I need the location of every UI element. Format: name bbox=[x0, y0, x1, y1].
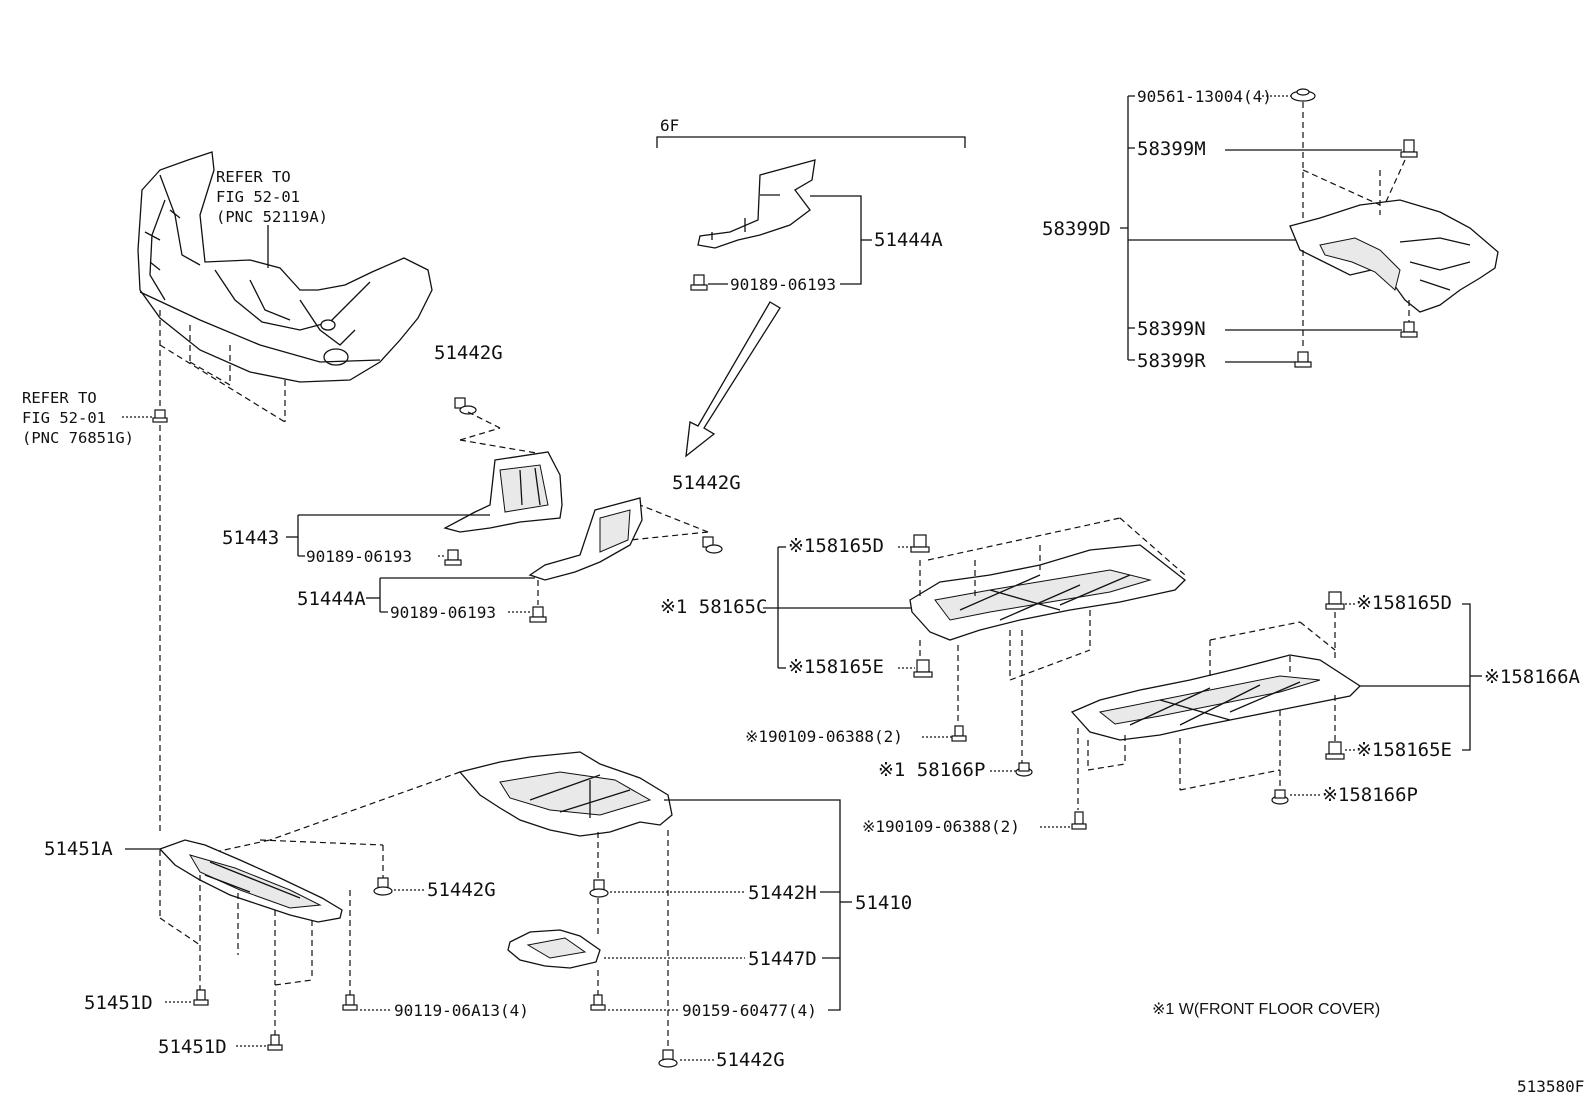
clip-58166p-b bbox=[1271, 789, 1289, 805]
refer-clip-line3: (PNC 76851G) bbox=[22, 429, 134, 447]
label-58399n: 58399N bbox=[1137, 318, 1206, 340]
part-51444a-top bbox=[697, 159, 816, 249]
refer-bumper-line2: FIG 52-01 bbox=[216, 188, 300, 206]
refer-bumper-line1: REFER TO bbox=[216, 168, 291, 186]
clip-58165e-b bbox=[1325, 741, 1345, 760]
clip-51442g-c bbox=[373, 877, 393, 896]
label-90189-a: 90189-06193 bbox=[306, 547, 412, 566]
clip-58165e-a bbox=[913, 659, 933, 678]
label-58165d-a: ※158165D bbox=[788, 535, 884, 557]
clip-58165d-b bbox=[1325, 591, 1345, 610]
label-58399m: 58399M bbox=[1137, 138, 1206, 160]
bolt-90109-a bbox=[951, 725, 967, 742]
bolt-51451d-b bbox=[267, 1034, 283, 1051]
group-6f-bracket: 6F bbox=[656, 116, 966, 148]
label-90189-b: 90189-06193 bbox=[390, 603, 496, 622]
label-51451d-a: 51451D bbox=[84, 992, 153, 1014]
label-51442g-a: 51442G bbox=[434, 342, 503, 364]
label-90119: 90119-06A13(4) bbox=[394, 1001, 529, 1020]
part-58165c-cover bbox=[909, 544, 1186, 641]
clip-58399r bbox=[1294, 351, 1312, 368]
bolt-90159 bbox=[590, 994, 606, 1011]
bolt-90109-b bbox=[1071, 811, 1087, 830]
label-58166a: ※158166A bbox=[1484, 666, 1581, 688]
label-51444a-mid: 51444A bbox=[297, 588, 366, 610]
label-90189-top: 90189-06193 bbox=[730, 275, 836, 294]
clip-58165d-a bbox=[910, 534, 930, 553]
part-51444a-mid bbox=[528, 497, 643, 581]
label-51442h: 51442H bbox=[748, 882, 817, 904]
label-51447d: 51447D bbox=[748, 948, 817, 970]
refer-clip-line1: REFER TO bbox=[22, 389, 97, 407]
label-90109-b: ※190109-06388(2) bbox=[862, 817, 1020, 836]
label-51442g-c: 51442G bbox=[427, 879, 496, 901]
bolt-90189-top bbox=[690, 274, 708, 291]
part-51443 bbox=[443, 451, 563, 533]
clip-51442g-b bbox=[702, 536, 723, 554]
part-51451a bbox=[158, 839, 343, 923]
front-bumper-cover bbox=[137, 151, 433, 383]
label-58166p-b: ※158166P bbox=[1322, 784, 1418, 806]
label-58399d: 58399D bbox=[1042, 218, 1111, 240]
part-58399d-cover bbox=[1289, 199, 1499, 313]
label-90109-a: ※190109-06388(2) bbox=[745, 727, 903, 746]
clip-51442h bbox=[589, 879, 609, 898]
clip-58166p-a bbox=[1015, 762, 1033, 777]
clip-51442g-a bbox=[454, 397, 477, 415]
arrow-6f bbox=[685, 301, 781, 458]
label-58165e-b: ※158165E bbox=[1356, 739, 1452, 761]
label-51442g-d: 51442G bbox=[716, 1049, 785, 1071]
clip-51442g-d bbox=[658, 1049, 678, 1068]
clip-58399n bbox=[1400, 321, 1418, 338]
label-51443: 51443 bbox=[222, 527, 279, 549]
clip-58399m bbox=[1400, 139, 1418, 158]
part-58166a-cover bbox=[1070, 654, 1362, 741]
label-58399r: 58399R bbox=[1137, 350, 1206, 372]
bolt-90189-b bbox=[529, 606, 547, 623]
bolt-90119 bbox=[342, 994, 358, 1011]
figure-id: 513580F bbox=[1517, 1077, 1584, 1096]
label-90159: 90159-60477(4) bbox=[682, 1001, 817, 1020]
refer-bumper-line3: (PNC 52119A) bbox=[216, 208, 328, 226]
group-6f-label: 6F bbox=[660, 116, 679, 135]
label-51451d-b: 51451D bbox=[158, 1036, 227, 1058]
label-51410: 51410 bbox=[855, 892, 912, 914]
refer-bumper-note: REFER TO FIG 52-01 (PNC 52119A) bbox=[216, 168, 328, 226]
footnote-front-floor-cover: ※1 W(FRONT FLOOR COVER) bbox=[1152, 1001, 1380, 1018]
clip-76851g bbox=[152, 409, 168, 423]
label-51451a: 51451A bbox=[44, 838, 113, 860]
bolt-90189-a bbox=[444, 549, 462, 566]
label-90561: 90561-13004(4) bbox=[1137, 87, 1272, 106]
label-51444a-top: 51444A bbox=[874, 229, 943, 251]
label-51442g-b: 51442G bbox=[672, 472, 741, 494]
part-51447d bbox=[507, 929, 601, 969]
grommet-90561 bbox=[1290, 88, 1316, 102]
label-58165e-a: ※158165E bbox=[788, 656, 884, 678]
refer-clip-line2: FIG 52-01 bbox=[22, 409, 106, 427]
label-58165c: ※1 58165C bbox=[660, 596, 767, 618]
bolt-51451d-a bbox=[193, 989, 209, 1006]
label-58165d-b: ※158165D bbox=[1356, 592, 1452, 614]
part-51410-cover bbox=[458, 751, 673, 837]
label-58166p-a: ※1 58166P bbox=[878, 759, 985, 781]
